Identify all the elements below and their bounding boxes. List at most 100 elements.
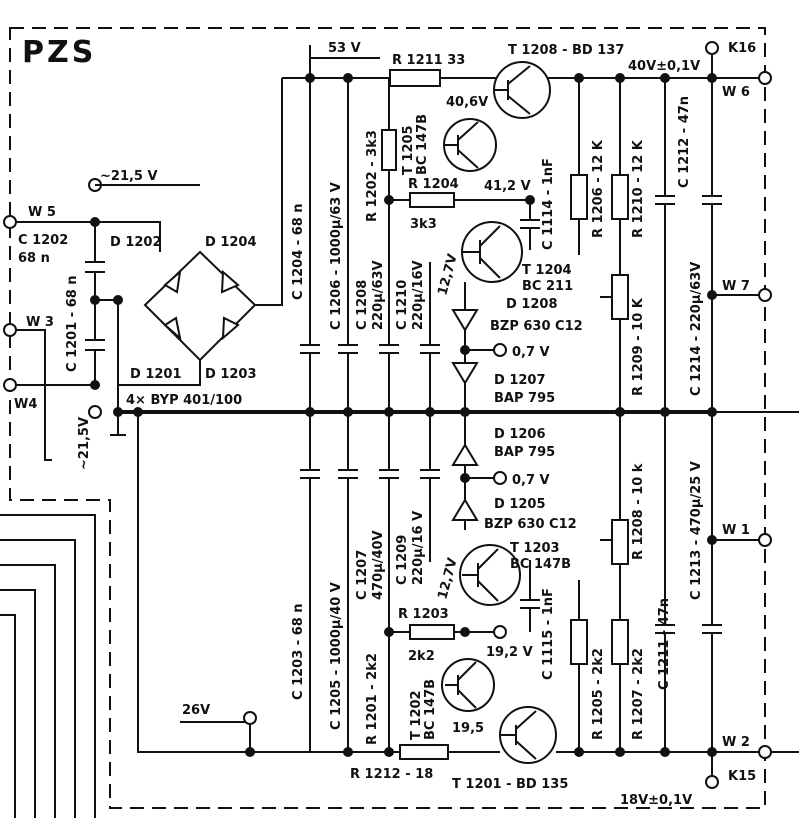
terminal-w5[interactable] <box>3 215 17 229</box>
label-v192: 19,2 V <box>486 645 533 660</box>
capacitor-c1204 <box>300 78 320 412</box>
terminal-k16[interactable] <box>705 41 719 55</box>
transistor-t1203 <box>459 544 521 606</box>
wire-26v <box>180 721 251 752</box>
left-trace-2 <box>0 539 76 818</box>
label-r1207: R 1207 - 2k2 <box>631 648 646 740</box>
resistor-r1212 <box>399 744 449 760</box>
capacitor-c1209 <box>420 412 440 562</box>
capacitor-c1114 <box>520 200 540 250</box>
terminal-07a[interactable] <box>493 343 507 357</box>
bridge-in-a <box>95 221 161 252</box>
label-v127b: 12,7V <box>435 556 460 601</box>
label-c1206: C 1206 - 1000µ/63 V <box>329 182 344 330</box>
transistor-t1208 <box>493 61 551 119</box>
label-c1207v: 470µ/40V <box>371 530 386 600</box>
label-t1204: T 1204 <box>522 263 572 278</box>
resistor-r1202 <box>381 129 397 171</box>
label-bridge: 4× BYP 401/100 <box>126 393 242 408</box>
label-bc211: BC 211 <box>522 279 573 294</box>
t1208-leads <box>495 65 531 115</box>
resistor-r1207 <box>611 619 629 665</box>
label-w1: W 1 <box>722 523 750 538</box>
terminal-26v[interactable] <box>243 711 257 725</box>
terminal-k15[interactable] <box>705 775 719 789</box>
capacitor-c1213 <box>702 412 722 752</box>
bridge-gnd <box>118 360 201 386</box>
label-v53: 53 V <box>328 41 361 56</box>
label-r1203: R 1203 <box>398 607 449 622</box>
resistor-r1210 <box>611 174 629 220</box>
label-k16: K16 <box>728 41 756 56</box>
module-title: PZS <box>22 35 96 70</box>
r1209-wires <box>600 296 621 412</box>
terminal-w6[interactable] <box>758 71 772 85</box>
label-c1201: C 1201 - 68 n <box>65 275 80 372</box>
terminal-w1[interactable] <box>758 533 772 547</box>
label-r1212: R 1212 - 18 <box>350 767 433 782</box>
label-c1213: C 1213 - 470µ/25 V <box>689 461 704 600</box>
label-c1207: C 1207 <box>355 550 370 600</box>
label-c1212: C 1212 - 47n <box>677 96 692 188</box>
label-c1214: C 1214 - 220µ/63V <box>689 262 704 396</box>
module-frame <box>9 27 766 809</box>
label-v195: 19,5 <box>452 721 484 736</box>
terminal-w2[interactable] <box>758 745 772 759</box>
terminal-w3[interactable] <box>3 323 17 337</box>
label-c1204: C 1204 - 68 n <box>291 203 306 300</box>
terminal-07b[interactable] <box>493 471 507 485</box>
label-bc147b: BC 147B <box>415 114 430 175</box>
bridge-diodes <box>163 269 240 341</box>
label-w7: W 7 <box>722 279 750 294</box>
label-r1210: R 1210 - 12 K <box>631 139 646 238</box>
label-k15: K15 <box>728 769 756 784</box>
resistor-r1206 <box>570 174 588 220</box>
label-c1209v: 220µ/16 V <box>411 511 426 585</box>
transistor-t1205 <box>443 118 497 172</box>
terminal-215v-b[interactable] <box>88 405 102 419</box>
label-c1210v: 220µ/16V <box>411 260 426 330</box>
resistor-r1208 <box>611 519 629 565</box>
resistor-r1209 <box>611 274 629 320</box>
resistor-r1211 <box>389 69 441 87</box>
terminal-w7[interactable] <box>758 288 772 302</box>
label-bzp630b: BZP 630 C12 <box>484 517 577 532</box>
transistor-t1202 <box>441 658 495 712</box>
label-d1205: D 1205 <box>494 497 546 512</box>
label-w5: W 5 <box>28 205 56 220</box>
label-c1208v: 220µ/63V <box>371 260 386 330</box>
label-d1204: D 1204 <box>205 235 257 250</box>
label-bap795a: BAP 795 <box>494 391 555 406</box>
capacitor-c1211 <box>655 412 675 752</box>
left-trace-4 <box>0 589 36 818</box>
label-bc147b2: BC 147B <box>510 557 571 572</box>
terminal-192[interactable] <box>493 625 507 639</box>
capacitor-c1115 <box>520 560 540 632</box>
label-r1211: R 1211 33 <box>392 53 465 68</box>
label-v18: 18V±0,1V <box>620 793 692 808</box>
label-r1204v: 3k3 <box>410 217 437 232</box>
capacitor-c1203 <box>300 412 320 752</box>
label-c1205: C 1205 - 1000µ/40 V <box>329 582 344 730</box>
bridge-out <box>255 78 283 306</box>
label-w6: W 6 <box>722 85 750 100</box>
input-capacitors <box>85 261 105 351</box>
label-v26: 26V <box>182 703 210 718</box>
label-r1201: R 1201 - 2k2 <box>365 653 380 745</box>
left-trace-3 <box>0 564 56 818</box>
label-v07a: 0,7 V <box>512 345 550 360</box>
left-trace-5 <box>0 614 16 818</box>
resistor-r1204 <box>409 192 455 208</box>
left-trace-1 <box>0 514 96 818</box>
label-c1115: C 1115 - 1nF <box>541 588 556 680</box>
terminal-w4[interactable] <box>3 378 17 392</box>
t1202-leads <box>445 661 477 709</box>
label-r1204: R 1204 <box>408 177 459 192</box>
label-d1201: D 1201 <box>130 367 182 382</box>
divider-wires <box>578 78 621 275</box>
label-t1205: T 1205 <box>401 125 416 175</box>
label-d1203: D 1203 <box>205 367 257 382</box>
upper-diodes <box>451 309 479 385</box>
label-r1205: R 1205 - 2k2 <box>591 648 606 740</box>
v53-stub <box>309 45 380 78</box>
